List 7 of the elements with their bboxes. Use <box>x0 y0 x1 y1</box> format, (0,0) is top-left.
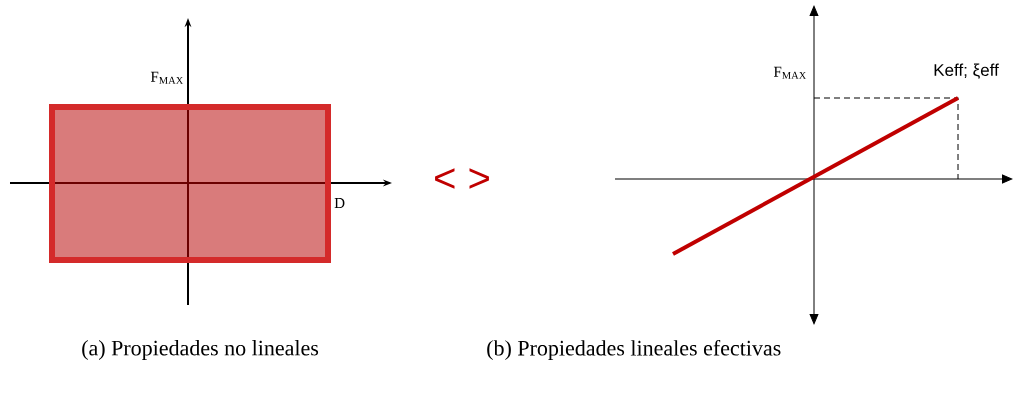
axis-label: F$_{MAX}$ <box>150 71 184 84</box>
axis-label: D <box>334 198 345 208</box>
caption: (a) Propiedades no lineales <box>82 340 319 360</box>
comparison-symbol: < > <box>435 168 489 189</box>
axis-label: F$_{MAX}$ <box>773 66 807 79</box>
caption: (b) Propiedades lineales efectivas <box>487 339 781 361</box>
point-label: Keff; ξeff <box>934 63 999 79</box>
